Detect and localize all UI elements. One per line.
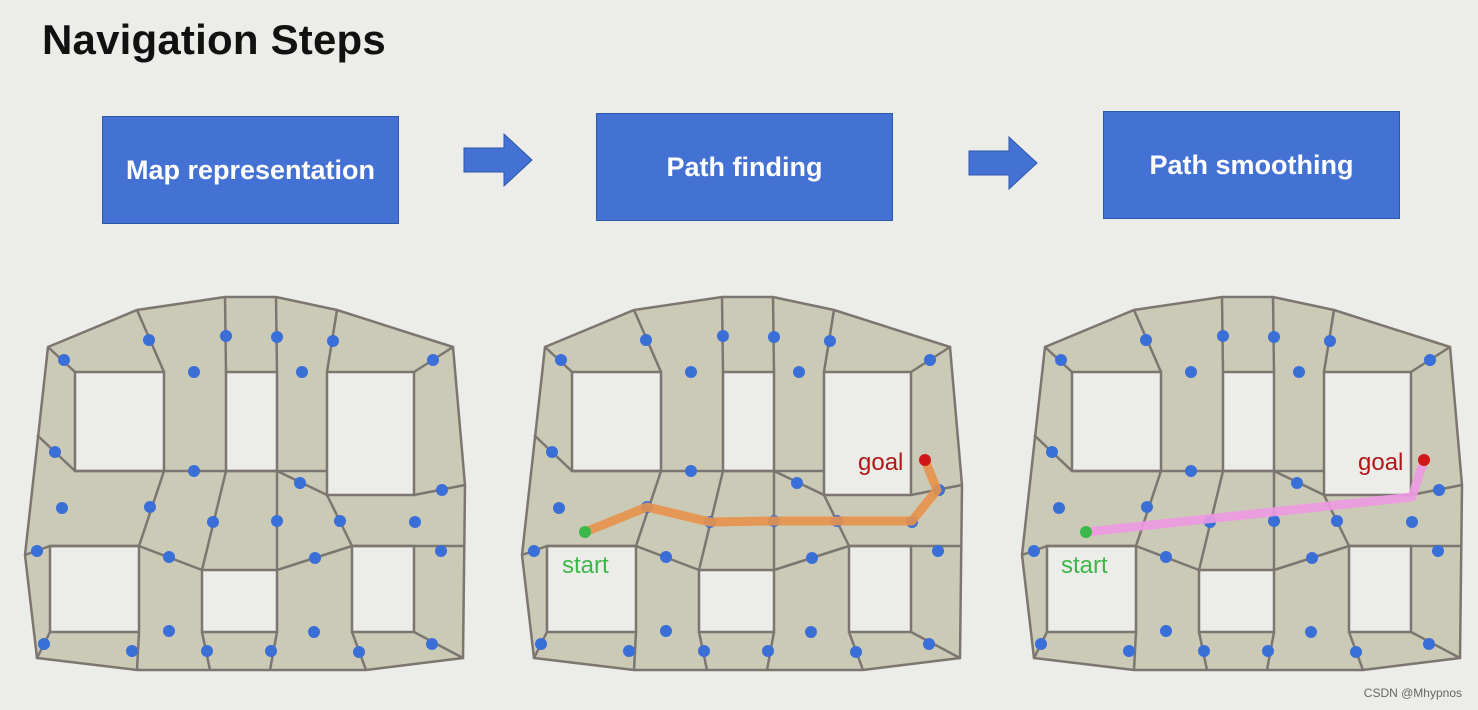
start-label: start	[562, 552, 609, 579]
page-title: Navigation Steps	[42, 16, 386, 63]
found-path	[580, 455, 942, 537]
start-point	[1080, 526, 1092, 538]
arrow-right-icon	[463, 132, 533, 188]
goal-point	[1418, 454, 1430, 466]
step-label: Map representation	[125, 154, 376, 185]
step-path-smoothing: Path smoothing	[1103, 111, 1400, 219]
navmesh-map-representation	[23, 295, 467, 672]
step-map-representation: Map representation	[102, 116, 399, 224]
start-point	[579, 526, 591, 538]
step-path-finding: Path finding	[596, 113, 893, 221]
step-label: Path smoothing	[1149, 149, 1354, 180]
goal-label: goal	[1358, 449, 1403, 476]
navmesh-path-smoothing: start goal	[1020, 295, 1464, 672]
navmesh-path-finding: start goal	[520, 295, 964, 672]
watermark: CSDN @Mhypnos	[1363, 686, 1462, 700]
smoothed-path	[1081, 455, 1429, 537]
goal-label: goal	[858, 449, 903, 476]
arrow-right-icon	[968, 135, 1038, 191]
start-label: start	[1061, 552, 1108, 579]
step-label: Path finding	[666, 151, 823, 182]
goal-point	[919, 454, 931, 466]
